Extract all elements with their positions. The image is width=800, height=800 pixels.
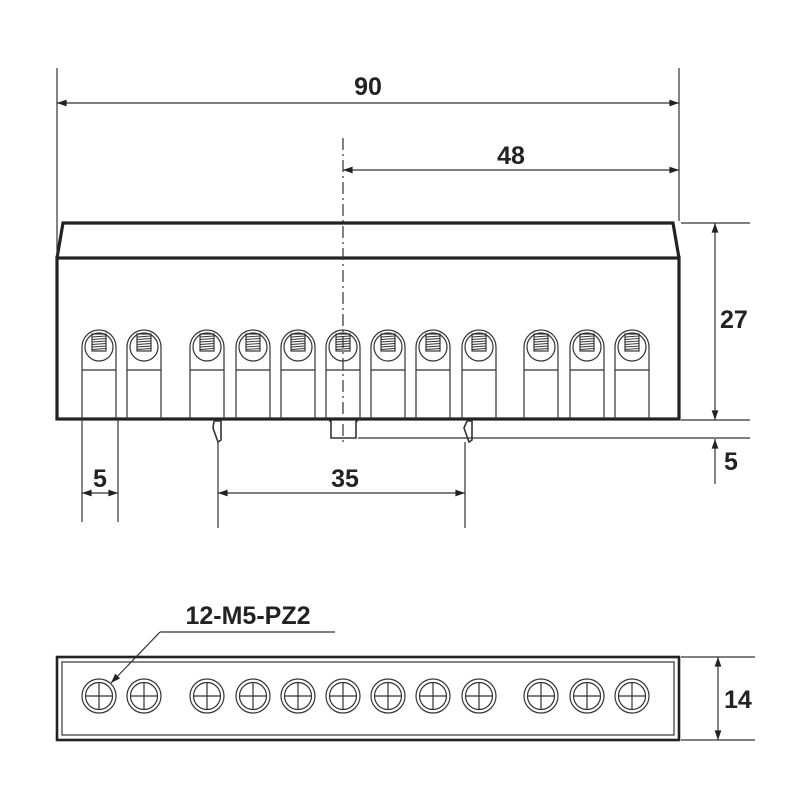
- terminal: [126, 329, 162, 419]
- screw-head-icon[interactable]: [235, 678, 271, 714]
- front-view: [55, 221, 681, 444]
- dim-label-5-left: 5: [93, 465, 107, 493]
- dim-label-35: 35: [331, 465, 359, 493]
- dim-label-5-right: 5: [724, 448, 738, 476]
- terminal: [189, 329, 225, 419]
- screw-head-icon[interactable]: [189, 678, 225, 714]
- screw-thread-icon: [290, 333, 306, 352]
- screw-head-icon[interactable]: [280, 678, 316, 714]
- screw-head-icon[interactable]: [370, 678, 406, 714]
- dim-label-14: 14: [724, 686, 752, 714]
- din-clip-right: [463, 420, 473, 444]
- screw-head-icon[interactable]: [614, 678, 650, 714]
- screw-head-icon[interactable]: [415, 678, 451, 714]
- dim-label-90: 90: [354, 73, 382, 101]
- terminal: [523, 329, 559, 419]
- dimension-axis-to-right: 48: [343, 142, 680, 174]
- screw-thread-icon: [624, 333, 640, 352]
- screw-head-icon[interactable]: [126, 678, 162, 714]
- screw-spec-label: 12-M5-PZ2: [185, 602, 310, 630]
- screw-head-icon[interactable]: [569, 678, 605, 714]
- terminal: [81, 329, 117, 419]
- dimension-terminal-width: 5: [81, 419, 119, 522]
- din-clip-left: [212, 420, 222, 444]
- screw-thread-icon: [245, 333, 261, 352]
- screw-callout: 12-M5-PZ2: [110, 602, 335, 684]
- dimension-overall-width: 90: [56, 68, 680, 256]
- screw-thread-icon: [199, 333, 215, 352]
- terminal: [370, 329, 406, 419]
- screw-head-icon[interactable]: [461, 678, 497, 714]
- terminal: [569, 329, 605, 419]
- screw-group: [81, 678, 650, 714]
- screw-thread-icon: [425, 333, 441, 352]
- screw-thread-icon: [533, 333, 549, 352]
- screw-thread-icon: [471, 333, 487, 352]
- top-view: [55, 655, 681, 742]
- din-plug-center: [329, 420, 358, 439]
- screw-thread-icon: [136, 333, 152, 352]
- dim-label-27: 27: [720, 306, 748, 334]
- terminal-group: [81, 329, 650, 419]
- screw-thread-icon: [380, 333, 396, 352]
- dimension-depth: 14: [681, 656, 755, 741]
- terminal: [415, 329, 451, 419]
- screw-thread-icon: [579, 333, 595, 352]
- terminal: [280, 329, 316, 419]
- screw-head-icon[interactable]: [523, 678, 559, 714]
- dimension-height: 27 5: [358, 222, 750, 484]
- terminal: [614, 329, 650, 419]
- dim-label-48: 48: [497, 142, 525, 170]
- terminal: [235, 329, 271, 419]
- terminal: [461, 329, 497, 419]
- screw-head-icon[interactable]: [81, 678, 117, 714]
- screw-thread-icon: [91, 333, 107, 352]
- dimension-clip-spacing: 35: [217, 442, 466, 528]
- screw-head-icon[interactable]: [325, 678, 361, 714]
